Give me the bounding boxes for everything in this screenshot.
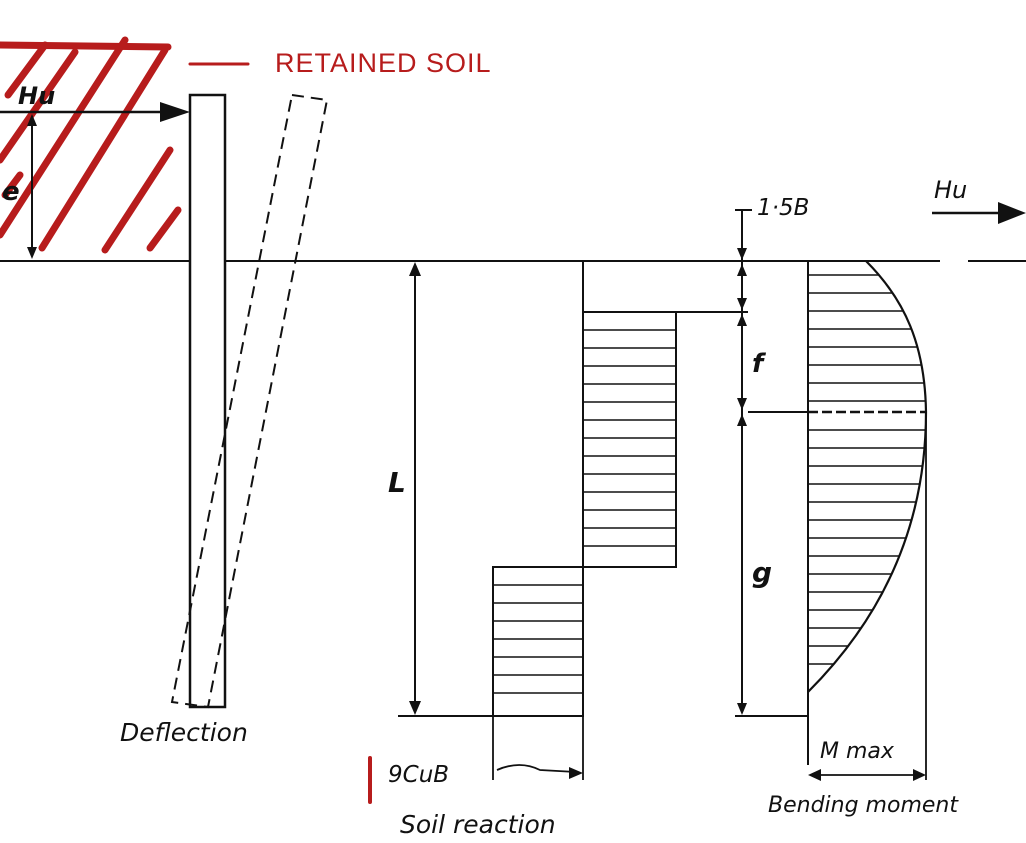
m-max-arrow-left (808, 769, 821, 781)
e-dimension-arrow-top (27, 114, 37, 126)
hu-load-arrow-right (932, 202, 1026, 224)
deflection-caption: Deflection (120, 718, 248, 747)
retained-soil-hatch (0, 36, 182, 254)
l-label: L (388, 466, 406, 499)
m-max-arrow-right (913, 769, 926, 781)
soil-reaction-width-dimension (492, 716, 584, 780)
hu-load-arrow-left (0, 102, 190, 122)
soil-reaction-diagram (492, 261, 677, 717)
soil-reaction-hatch-upper (583, 329, 676, 547)
g-label: g (752, 556, 772, 589)
l-dimension-arrow-bottom (409, 701, 421, 715)
dim-1-5b-label: 1·5B (757, 195, 809, 221)
soil-reaction-hatch-lower (493, 584, 583, 694)
e-label: e (2, 177, 20, 207)
f-g-dimension (676, 209, 808, 717)
soil-reaction-value-label: 9CuB (388, 762, 449, 788)
m-max-label: M max (820, 739, 895, 764)
hu-label-right: Hu (934, 176, 967, 204)
e-dimension-arrow-bottom (27, 247, 37, 259)
f-label: f (752, 349, 767, 379)
soil-reaction-width-arrow (569, 767, 583, 779)
retained-soil-label: RETAINED SOIL (275, 48, 492, 78)
f-g-dimension-arrows (737, 248, 747, 715)
soil-reaction-caption: Soil reaction (400, 810, 556, 839)
bending-moment-hatch (808, 274, 926, 665)
l-dimension-arrow-top (409, 262, 421, 276)
pile (188, 93, 227, 709)
deflected-pile-outline (170, 93, 329, 709)
hu-label-left: Hu (18, 82, 55, 110)
bending-moment-caption: Bending moment (768, 793, 959, 818)
l-dimension (398, 260, 582, 717)
m-max-dimension (812, 412, 927, 780)
